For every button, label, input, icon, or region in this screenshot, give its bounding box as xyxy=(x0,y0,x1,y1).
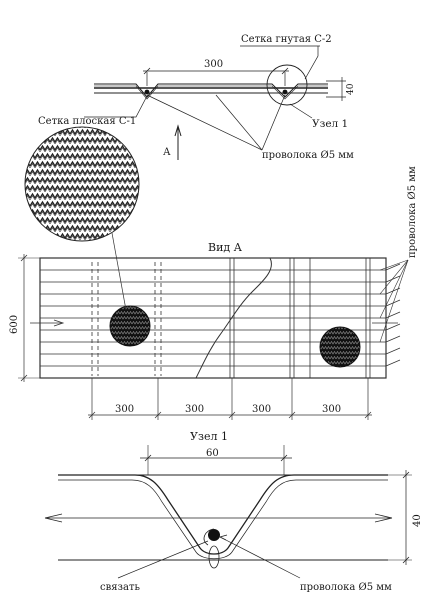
node-bent-profile xyxy=(58,474,388,555)
top-labels: Сетка гнутая С-2 Сетка плоская С-1 Узел … xyxy=(38,34,356,161)
bent-mesh-profile xyxy=(94,83,328,98)
label-view-a: А xyxy=(163,147,171,158)
label-tie: связать xyxy=(100,582,140,593)
dim-text-300-d: 300 xyxy=(322,404,341,415)
label-mesh-bent: Сетка гнутая С-2 xyxy=(241,34,332,45)
bent-mesh-profile xyxy=(94,85,328,100)
label-node: Узел 1 xyxy=(312,118,348,130)
break-line xyxy=(195,257,272,379)
dim-text-300-b: 300 xyxy=(185,404,204,415)
wire-dot xyxy=(144,89,150,95)
leader-flat-mesh xyxy=(84,95,148,118)
top-section xyxy=(84,45,346,160)
node-title: Узел 1 xyxy=(190,430,228,443)
wire-dot xyxy=(282,89,288,95)
node-circle xyxy=(266,64,308,106)
dim-text-40-node: 40 xyxy=(412,514,423,527)
plan-labels: Вид А 600 300 300 300 300 проволока Ø5 м… xyxy=(9,166,418,415)
plan-view xyxy=(18,232,409,420)
detail-leader xyxy=(111,232,127,311)
leader-tie xyxy=(117,540,209,579)
label-wire: проволока Ø5 мм xyxy=(262,150,354,161)
dim-text-300-a: 300 xyxy=(115,404,134,415)
leader-node-wire xyxy=(219,536,301,579)
node-labels: Узел 1 60 40 связать проволока Ø5 мм xyxy=(100,430,423,593)
dim-text-40: 40 xyxy=(346,83,356,95)
leader-wire xyxy=(215,94,263,151)
dim-text-60: 60 xyxy=(206,448,219,459)
mesh-sample-left xyxy=(109,305,151,347)
tie-loop xyxy=(208,545,220,569)
mesh-detail-circle xyxy=(24,126,140,242)
label-mesh-flat: Сетка плоская С-1 xyxy=(38,116,136,127)
dim-text-600: 600 xyxy=(9,315,20,334)
leader-bent-mesh xyxy=(304,46,319,80)
plan-title: Вид А xyxy=(208,241,243,254)
label-wire-vertical: проволока Ø5 мм xyxy=(407,166,418,258)
leader-node xyxy=(289,103,313,119)
leader-wire xyxy=(146,94,263,151)
leader-wire xyxy=(261,94,286,151)
mesh-sample-right xyxy=(319,326,361,368)
label-node-wire: проволока Ø5 мм xyxy=(300,582,392,593)
node-detail xyxy=(44,445,412,579)
node-wire-dot xyxy=(208,529,220,541)
dim-text-300-c: 300 xyxy=(252,404,271,415)
dim-text-300: 300 xyxy=(204,59,223,70)
